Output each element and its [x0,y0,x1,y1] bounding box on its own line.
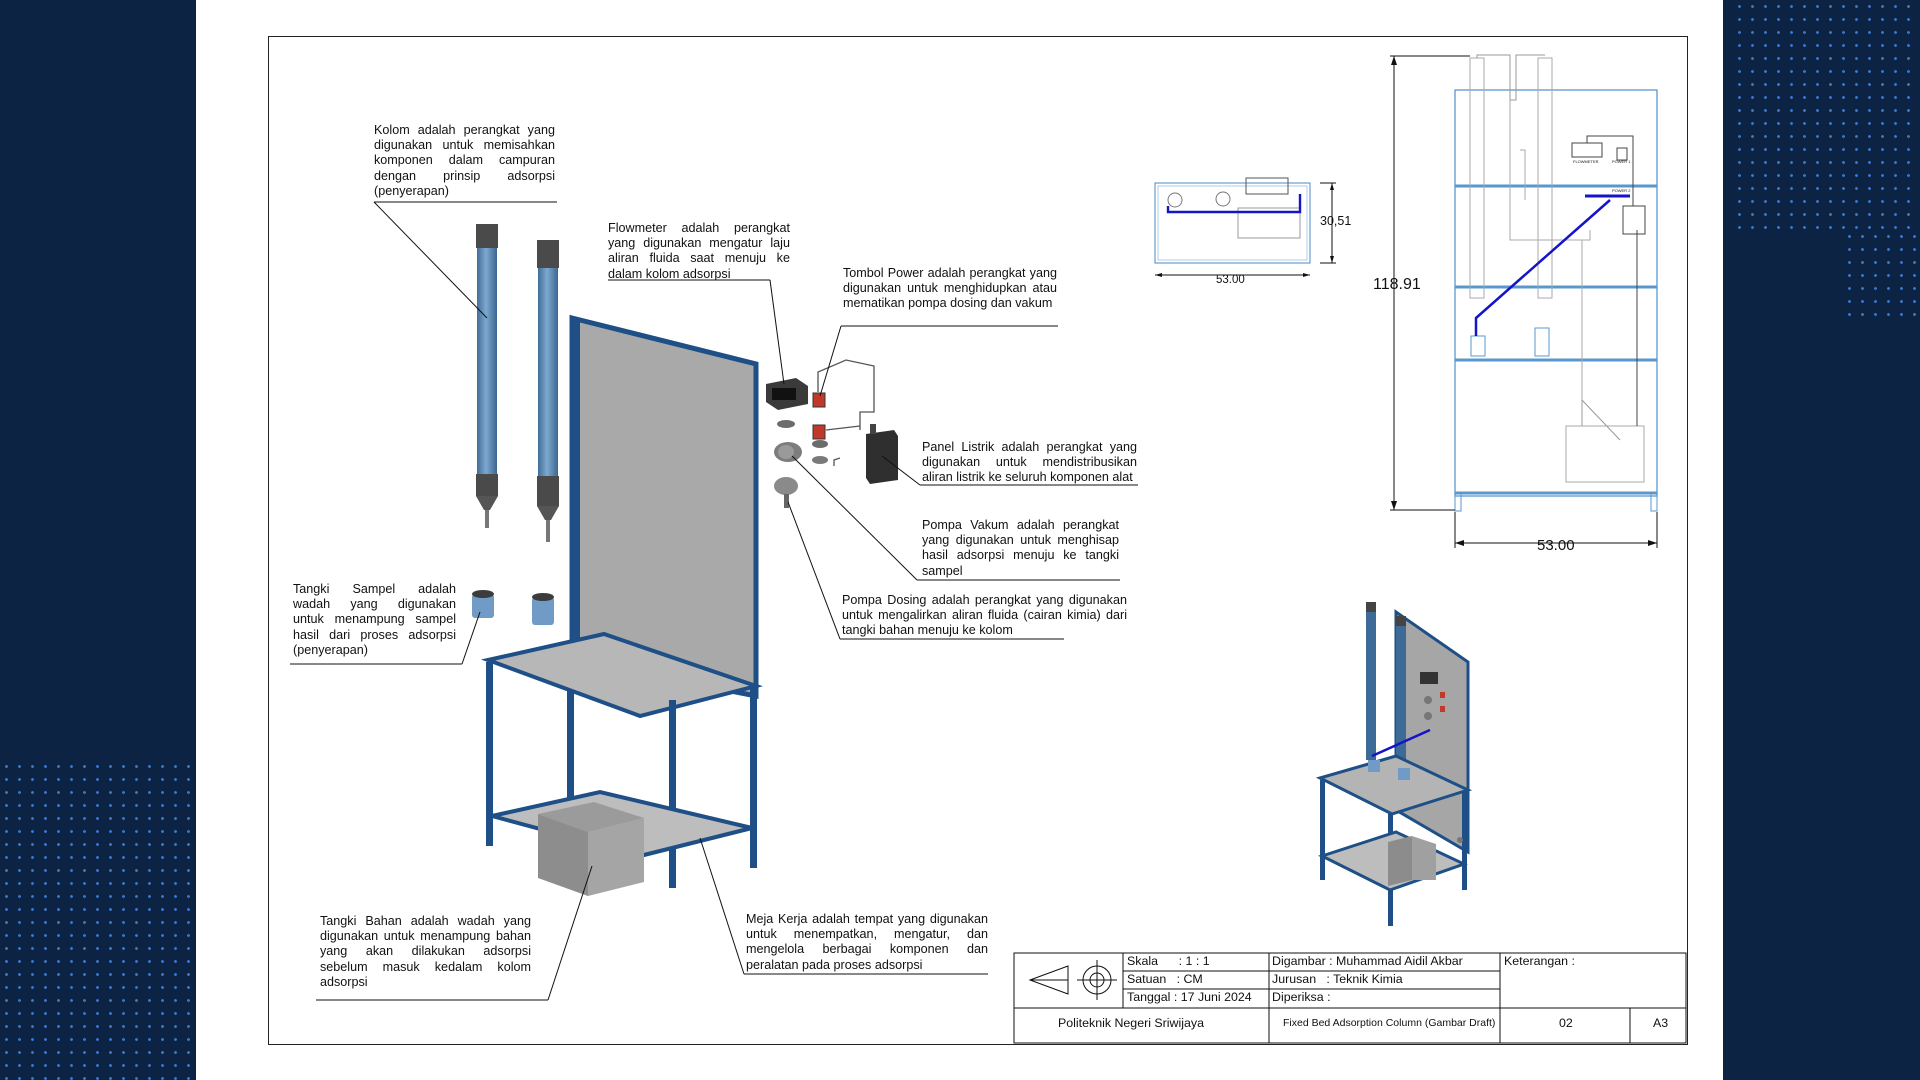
label-tombol-power: Tombol Power adalah perangkat yang digun… [843,266,1057,311]
isometric-assembly [1315,602,1473,926]
label-pompa-vakum: Pompa Vakum adalah perangkat yang diguna… [922,518,1119,578]
connector-1 [777,420,795,428]
dim-top-height: 30,51 [1320,214,1352,228]
label-tangki-bahan: Tangki Bahan adalah wadah yang digunakan… [320,914,531,989]
wiring [817,359,875,430]
front-view [1390,54,1658,548]
tb-satuan: Satuan : CM [1127,972,1203,986]
left-dot-pattern [0,760,196,1080]
connector-2 [812,440,828,448]
label-panel-listrik: Panel Listrik adalah perangkat yang digu… [922,440,1137,485]
tb-paper-size: A3 [1653,1016,1669,1030]
label-meja-kerja: Meja Kerja adalah tempat yang digunakan … [746,912,988,972]
label-tangki-sampel: Tangki Sampel adalah wadah yang digunaka… [293,582,456,657]
dim-front-height: 118.91 [1373,276,1421,293]
power-button-2 [812,424,826,440]
dim-front-width: 53.00 [1537,537,1575,554]
label-kolom: Kolom adalah perangkat yang digunakan un… [374,123,555,198]
tb-title: Fixed Bed Adsorption Column (Gambar Draf… [1283,1017,1496,1029]
tb-jurusan: Jurusan : Teknik Kimia [1272,972,1403,986]
column-left [476,224,498,528]
drawing-sheet [268,36,1688,1045]
tb-skala: Skala : 1 : 1 [1127,954,1210,968]
title-block-frame [1013,952,1687,1044]
panel-text-power2: POWER 2 [1612,188,1631,193]
tb-digambar: Digambar : Muhammad Aidil Akbar [1272,954,1463,968]
right-dot-pattern-lower [1843,230,1920,320]
tb-keterangan: Keterangan : [1504,954,1575,968]
left-sidebar-band [0,0,196,1080]
leader-lines [290,201,1138,1001]
top-view [1154,177,1336,277]
tb-diperiksa: Diperiksa : [1272,990,1331,1004]
label-pompa-dosing: Pompa Dosing adalah perangkat yang digun… [842,593,1127,638]
connector-3 [812,456,828,464]
column-right [537,240,559,542]
dim-top-width: 53.00 [1216,274,1245,286]
dosing-pump [774,477,798,508]
electric-panel [866,424,898,484]
flowmeter-unit [766,378,808,410]
panel-text-power1: POWER 1 [1612,159,1631,164]
feed-tank [538,802,644,896]
power-button-1 [812,392,826,408]
vacuum-pump [774,442,802,462]
sample-tank-2 [532,593,554,625]
sample-tank-1 [472,590,494,618]
tb-institution: Politeknik Negeri Sriwijaya [1058,1016,1204,1030]
tb-sheet-no: 02 [1559,1016,1573,1030]
tb-tanggal: Tanggal : 17 Juni 2024 [1127,990,1252,1004]
panel-text-flowmeter: FLOWMETER [1573,159,1599,164]
right-dot-pattern [1733,0,1920,230]
work-table [480,314,763,888]
label-flowmeter: Flowmeter adalah perangkat yang digunaka… [608,221,790,281]
right-sidebar-band [1723,0,1920,1080]
